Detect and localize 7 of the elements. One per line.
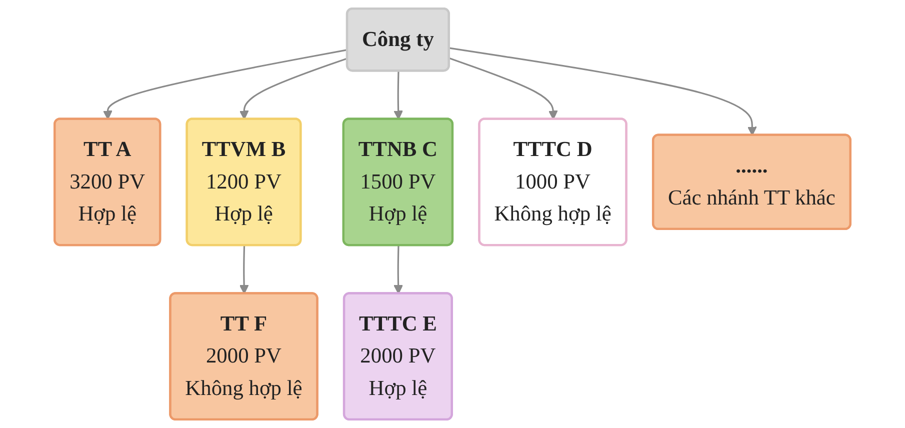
arrow: [449, 58, 558, 120]
arrow: [102, 49, 348, 120]
arrow: [394, 246, 403, 294]
arrow: [239, 58, 348, 120]
arrow: [394, 71, 403, 120]
arrow: [239, 246, 249, 294]
arrow: [449, 47, 757, 136]
